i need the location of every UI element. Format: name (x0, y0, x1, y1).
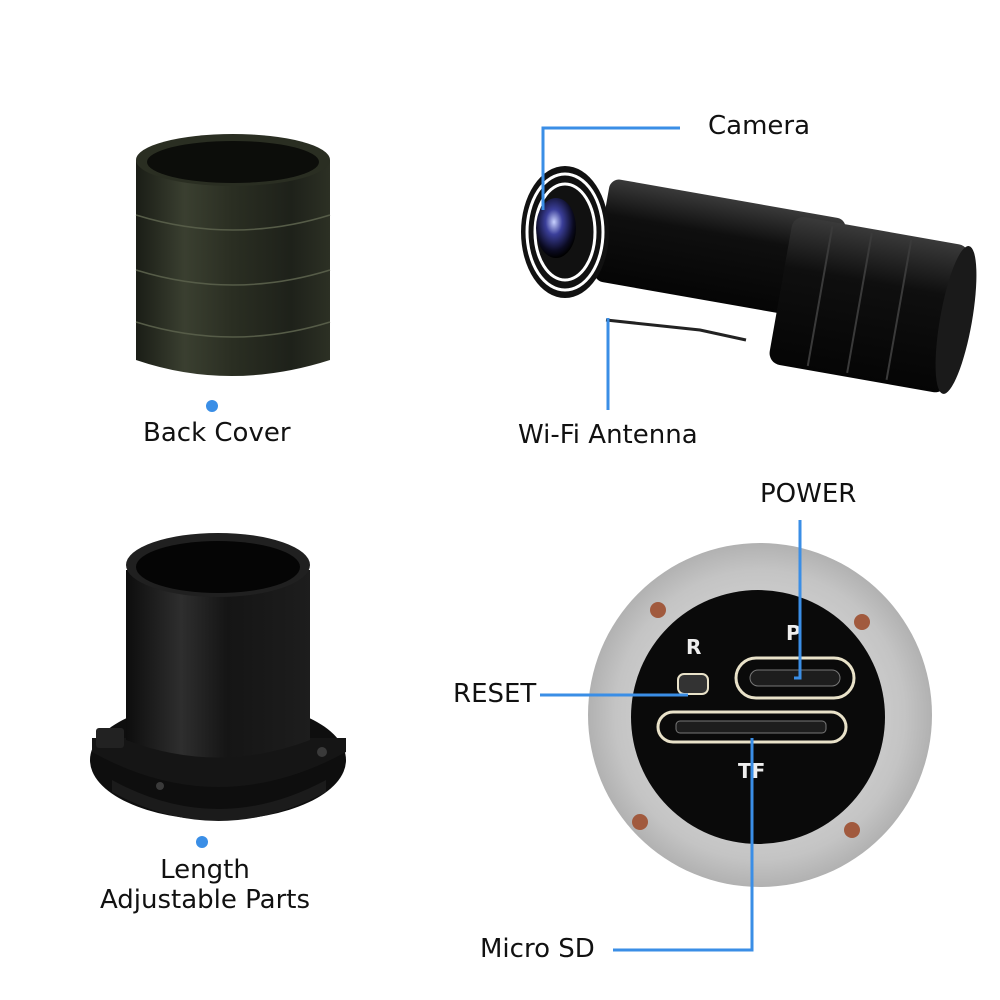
reset-label: RESET (453, 679, 537, 709)
length-adjustable-label: Length Adjustable Parts (90, 855, 320, 916)
micro-sd-callout-line (613, 738, 754, 952)
camera-label: Camera (708, 111, 811, 141)
power-label: POWER (760, 479, 857, 509)
camera-image (521, 166, 977, 394)
wifi-antenna-label: Wi-Fi Antenna (518, 420, 698, 450)
back-cover-image (135, 134, 331, 376)
board-image: R P TF (588, 543, 932, 887)
length-label-line1: Length (160, 855, 250, 885)
length-parts-dot (196, 836, 208, 848)
back-cover-dot (206, 400, 218, 412)
board-mark-p: P (786, 621, 801, 645)
length-adjustable-parts-image (90, 533, 346, 821)
camera-callout-line (541, 126, 680, 210)
board-mark-r: R (686, 635, 701, 659)
back-cover-label: Back Cover (143, 418, 291, 448)
power-callout-line (794, 520, 802, 680)
micro-sd-label: Micro SD (480, 934, 595, 964)
callout-lines (540, 126, 802, 952)
length-label-line2: Adjustable Parts (99, 884, 311, 915)
